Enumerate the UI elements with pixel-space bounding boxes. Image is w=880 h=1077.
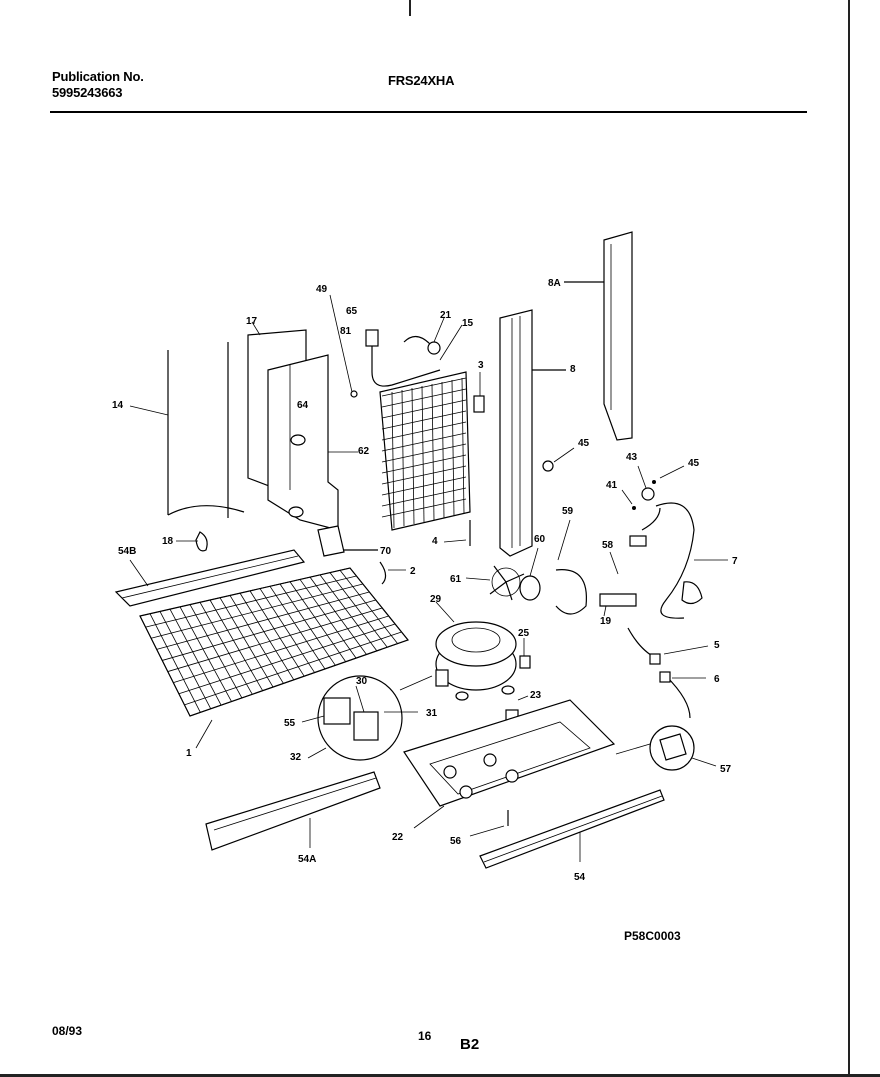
callout-2: 2 <box>410 566 416 577</box>
footer-page: 16 <box>418 1029 432 1043</box>
vertical-channel-8 <box>499 309 566 557</box>
callout-64: 64 <box>297 400 309 411</box>
callout-54: 54 <box>574 872 586 883</box>
callout-3: 3 <box>478 360 484 371</box>
callout-45a: 45 <box>578 438 590 449</box>
callout-7: 7 <box>732 556 738 567</box>
callout-61: 61 <box>450 574 462 585</box>
clip-2 <box>379 561 406 585</box>
callout-8a: 8A <box>548 278 561 289</box>
back-channel-8a <box>564 231 633 441</box>
callout-57: 57 <box>720 764 732 775</box>
harness-7 <box>629 502 728 619</box>
callout-58: 58 <box>602 540 614 551</box>
scan-edge-right <box>848 0 850 1077</box>
callout-18: 18 <box>162 536 174 547</box>
callout-14: 14 <box>112 400 124 411</box>
cap-detail-57 <box>615 725 717 771</box>
diagram-code: P58C0003 <box>624 929 681 943</box>
callout-8: 8 <box>570 364 576 375</box>
callout-1: 1 <box>186 748 192 759</box>
tube-19 <box>599 551 637 617</box>
callout-25: 25 <box>518 628 530 639</box>
callout-43: 43 <box>626 452 638 463</box>
duct-62 <box>267 354 358 531</box>
callout-4: 4 <box>432 536 438 547</box>
rod-14 <box>129 342 245 518</box>
condenser-1 <box>139 567 410 749</box>
callout-5: 5 <box>714 640 720 651</box>
callout-15: 15 <box>462 318 474 329</box>
callout-49: 49 <box>316 284 328 295</box>
clip-18 <box>176 531 208 552</box>
callout-54b: 54B <box>118 546 136 557</box>
damper-70 <box>317 525 378 557</box>
callout-6: 6 <box>714 674 720 685</box>
footer-section: B2 <box>460 1036 480 1053</box>
callout-62: 62 <box>358 446 370 457</box>
model-number: FRS24XHA <box>388 73 455 88</box>
clip-3 <box>473 372 485 413</box>
callout-32: 32 <box>290 752 302 763</box>
screw-56 <box>469 810 509 837</box>
callout-70: 70 <box>380 546 392 557</box>
hardware-45-43-41 <box>542 447 685 510</box>
sensor-21 <box>403 317 445 355</box>
callout-65: 65 <box>346 306 358 317</box>
tubing-65-81 <box>329 294 441 398</box>
callout-30: 30 <box>356 676 368 687</box>
relay-detail-55-30-31-32 <box>301 675 433 761</box>
callout-23: 23 <box>530 690 542 701</box>
scan-edge-bottom <box>0 1074 880 1077</box>
callout-22: 22 <box>392 832 404 843</box>
evaporator-15 <box>379 324 471 531</box>
fan-61-motor-60 <box>465 519 588 615</box>
callout-31: 31 <box>426 708 438 719</box>
header-rule <box>50 111 807 113</box>
compressor-29 <box>435 601 517 701</box>
callout-55: 55 <box>284 718 296 729</box>
screw-4 <box>443 520 471 546</box>
base-plate-22 <box>403 699 616 829</box>
callout-56: 56 <box>450 836 462 847</box>
exploded-parts-diagram: 8A84965812115173146462454345411870459754… <box>112 231 738 883</box>
callout-19: 19 <box>600 616 612 627</box>
callout-17: 17 <box>246 316 258 327</box>
rail-54a <box>205 771 381 851</box>
callout-81: 81 <box>340 326 352 337</box>
callout-59: 59 <box>562 506 574 517</box>
callout-54a: 54A <box>298 854 316 865</box>
footer-date: 08/93 <box>52 1024 83 1038</box>
callout-41: 41 <box>606 480 618 491</box>
callout-21: 21 <box>440 310 452 321</box>
callout-45b: 45 <box>688 458 700 469</box>
wires-5-6 <box>627 627 709 719</box>
rail-54 <box>479 789 665 869</box>
publication-number: 5995243663 <box>52 85 123 100</box>
scan-edge-mark <box>409 0 411 16</box>
publication-label: Publication No. <box>52 69 144 84</box>
bracket-54b <box>114 549 306 607</box>
callout-29: 29 <box>430 594 442 605</box>
callout-60: 60 <box>534 534 546 545</box>
